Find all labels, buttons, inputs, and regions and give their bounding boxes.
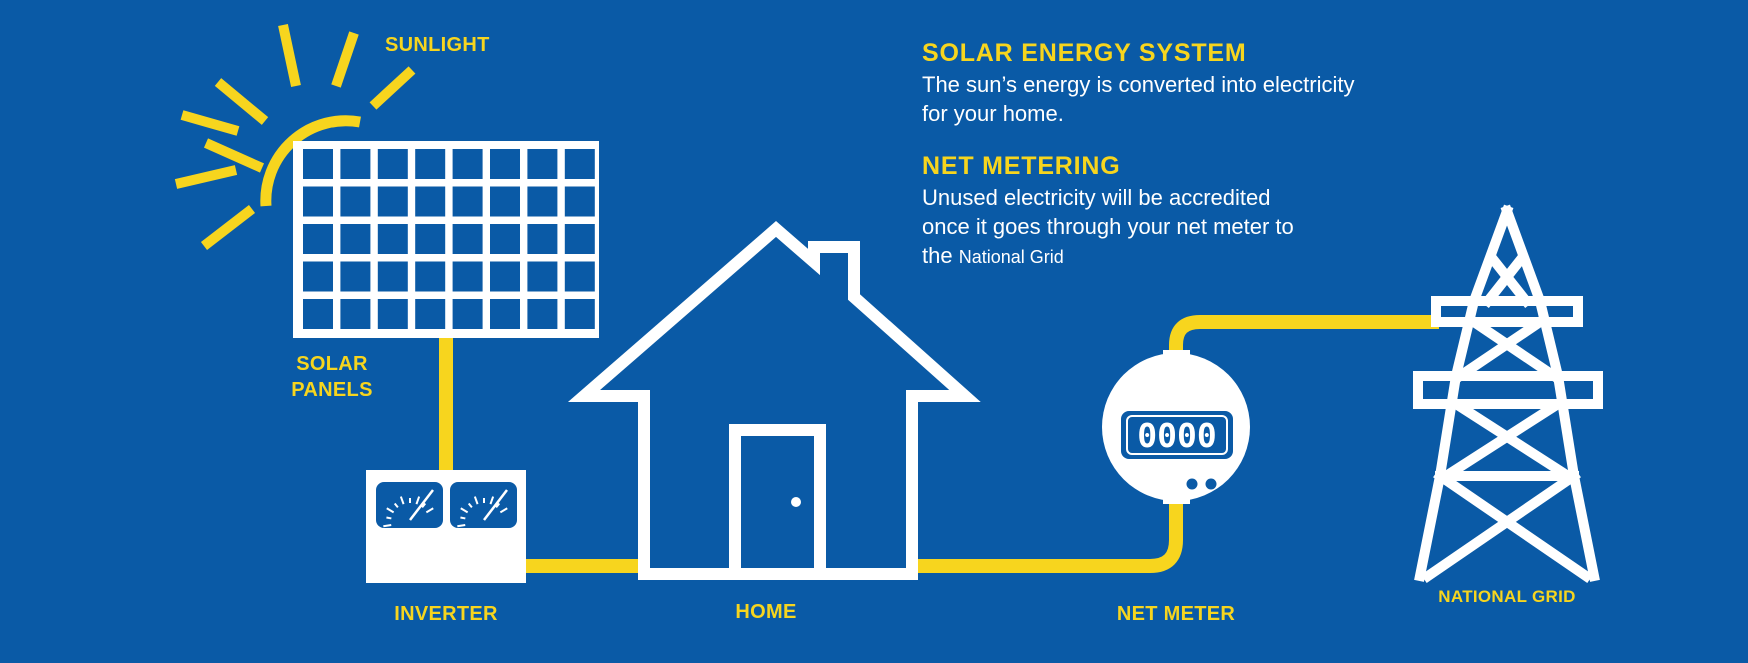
panel-cell	[564, 186, 595, 217]
gauge-tick	[457, 523, 466, 528]
panel-cell	[377, 224, 408, 254]
gauge-tick	[421, 502, 427, 508]
solar-energy-system-description: The sun’s energy is converted into elect…	[922, 70, 1354, 128]
panel-cell	[340, 186, 371, 217]
national-grid-label: NATIONAL GRID	[1438, 587, 1576, 606]
net-metering-line1: Unused electricity will be accredited	[922, 185, 1271, 210]
panel-cell	[527, 224, 558, 254]
door-knob	[791, 497, 801, 507]
panel-cell	[340, 299, 371, 329]
panel-cell	[490, 224, 520, 254]
panel-cell	[564, 261, 595, 292]
panel-cell	[452, 149, 483, 179]
gauge-tick	[460, 516, 466, 520]
panel-cell	[564, 149, 595, 179]
transmission-tower-icon	[1413, 204, 1603, 583]
panel-cell	[415, 149, 446, 179]
solar-panels-label-line1: SOLAR	[296, 353, 368, 375]
gauge-tick	[386, 516, 392, 520]
inverter-gauge-left	[376, 482, 443, 528]
net-metering-line3-suffix: National Grid	[958, 247, 1064, 267]
gauge-tick	[473, 496, 479, 505]
panel-cell	[452, 261, 483, 292]
wire-meter-to-grid	[1169, 315, 1439, 357]
panel-cell	[377, 299, 408, 329]
sun-icon	[174, 23, 416, 250]
inverter-label: INVERTER	[394, 603, 498, 625]
gauge-tick	[467, 502, 473, 508]
net-metering-line3-prefix: the	[922, 243, 953, 268]
house-door	[729, 424, 826, 574]
panel-cell	[377, 261, 408, 292]
electric-meter-icon: 0000	[1102, 350, 1250, 504]
sunlight-label: SUNLIGHT	[385, 34, 490, 56]
gauge-tick	[495, 502, 501, 508]
panel-cell	[377, 149, 408, 179]
panel-cell	[303, 224, 333, 254]
panel-cell	[415, 224, 446, 254]
gauge-tick	[460, 507, 469, 514]
gauge-tick	[393, 502, 399, 508]
panel-cell	[527, 261, 558, 292]
gauge-tick	[489, 496, 495, 505]
net-metering-line2: once it goes through your net meter to	[922, 214, 1294, 239]
gauge-tick	[399, 496, 405, 505]
gauge-tick	[415, 496, 421, 505]
solar-energy-system-heading: SOLAR ENERGY SYSTEM	[922, 39, 1247, 67]
net-metering-line3: the National Grid	[922, 241, 1294, 272]
gauge-tick	[386, 507, 395, 514]
inverter-icon	[366, 470, 526, 583]
wire-home-to-meter	[908, 493, 1183, 573]
gauge-tick	[425, 507, 434, 514]
panel-cell	[303, 261, 333, 292]
panel-cell	[340, 224, 371, 254]
solar-description-line2: for your home.	[922, 101, 1064, 126]
home-label: HOME	[735, 601, 797, 623]
solar-panels-label: SOLAR PANELS	[286, 351, 378, 403]
net-metering-description: Unused electricity will be accredited on…	[922, 183, 1294, 272]
panel-cell	[490, 149, 520, 179]
panel-cell	[340, 261, 371, 292]
gauge-tick	[499, 507, 508, 514]
solar-panels-label-line2: PANELS	[291, 379, 373, 401]
panel-cell	[340, 149, 371, 179]
solar-description-line1: The sun’s energy is converted into elect…	[922, 72, 1355, 97]
panel-cell	[415, 261, 446, 292]
solar-panel-icon	[293, 141, 599, 338]
panel-cell	[303, 149, 333, 179]
meter-display: 0000	[1137, 416, 1216, 455]
panel-cell	[303, 299, 333, 329]
panel-cell	[527, 149, 558, 179]
panel-cell	[490, 186, 520, 217]
inverter-gauge-right	[450, 482, 517, 528]
panel-cell	[452, 299, 483, 329]
power-wires	[439, 315, 1439, 573]
house-icon	[567, 221, 981, 580]
panel-cell	[303, 186, 333, 217]
panel-cell	[564, 299, 595, 329]
panel-cell	[527, 299, 558, 329]
panel-cell	[490, 299, 520, 329]
panel-cell	[377, 186, 408, 217]
panel-cell	[527, 186, 558, 217]
panel-cell	[415, 299, 446, 329]
panel-cell	[415, 186, 446, 217]
gauge-tick	[383, 523, 392, 528]
panel-cell	[490, 261, 520, 292]
panel-cell	[452, 186, 483, 217]
net-metering-heading: NET METERING	[922, 152, 1121, 180]
panel-cell	[564, 224, 595, 254]
net-meter-label: NET METER	[1116, 603, 1236, 625]
panel-cell	[452, 224, 483, 254]
